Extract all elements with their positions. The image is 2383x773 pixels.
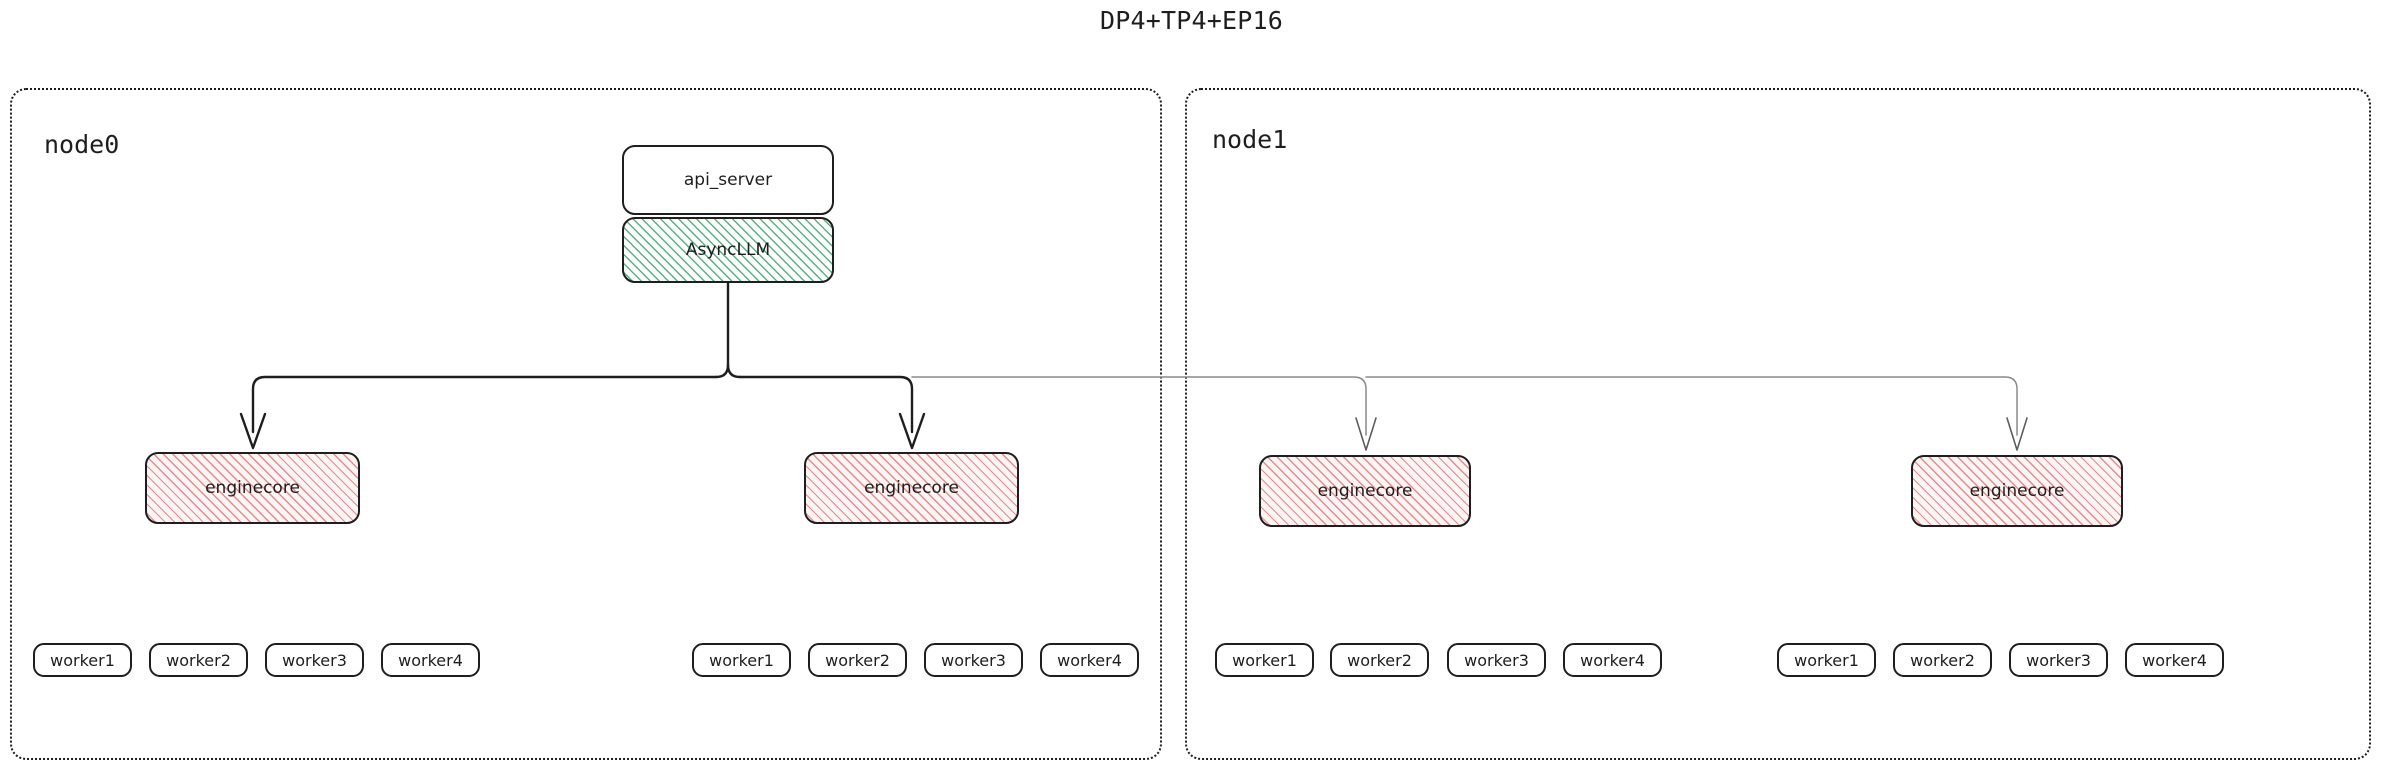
worker-label: worker2 [166, 650, 231, 670]
enginecore-label: enginecore [1317, 481, 1413, 501]
worker-chip-node0-g0-1[interactable]: worker1 [33, 643, 132, 677]
async-llm-label: AsyncLLM [685, 240, 771, 260]
worker-label: worker2 [1347, 650, 1412, 670]
page-title: DP4+TP4+EP16 [1099, 6, 1283, 35]
node-label-node1: node1 [1212, 125, 1288, 154]
worker-label: worker1 [50, 650, 115, 670]
worker-label: worker2 [1910, 650, 1975, 670]
worker-label: worker3 [282, 650, 347, 670]
worker-label: worker1 [1232, 650, 1297, 670]
worker-label: worker3 [1464, 650, 1529, 670]
worker-label: worker4 [398, 650, 463, 670]
worker-chip-node1-g0-4[interactable]: worker4 [1563, 643, 1662, 677]
worker-chip-node1-g0-3[interactable]: worker3 [1447, 643, 1546, 677]
worker-chip-node0-g0-2[interactable]: worker2 [149, 643, 248, 677]
worker-chip-node0-g1-3[interactable]: worker3 [924, 643, 1023, 677]
worker-chip-node1-g0-1[interactable]: worker1 [1215, 643, 1314, 677]
worker-label: worker3 [941, 650, 1006, 670]
enginecore-box-node0-1[interactable]: enginecore [804, 452, 1019, 524]
worker-chip-node1-g1-4[interactable]: worker4 [2125, 643, 2224, 677]
enginecore-box-node0-0[interactable]: enginecore [145, 452, 360, 524]
node-label-node0: node0 [44, 130, 120, 159]
api-server-label: api_server [683, 170, 773, 190]
worker-label: worker3 [2026, 650, 2091, 670]
worker-chip-node1-g0-2[interactable]: worker2 [1330, 643, 1429, 677]
worker-label: worker1 [1794, 650, 1859, 670]
worker-label: worker1 [709, 650, 774, 670]
worker-chip-node1-g1-3[interactable]: worker3 [2009, 643, 2108, 677]
async-llm-box[interactable]: AsyncLLM [622, 217, 834, 283]
enginecore-label: enginecore [864, 478, 959, 498]
worker-chip-node0-g1-2[interactable]: worker2 [808, 643, 907, 677]
worker-label: worker2 [825, 650, 890, 670]
api-server-box[interactable]: api_server [622, 145, 834, 215]
worker-chip-node1-g1-2[interactable]: worker2 [1893, 643, 1992, 677]
enginecore-label: enginecore [1969, 481, 2065, 501]
worker-label: worker4 [1580, 650, 1645, 670]
worker-label: worker4 [2142, 650, 2207, 670]
worker-chip-node0-g0-4[interactable]: worker4 [381, 643, 480, 677]
worker-chip-node0-g1-1[interactable]: worker1 [692, 643, 791, 677]
worker-label: worker4 [1057, 650, 1122, 670]
enginecore-label: enginecore [205, 478, 300, 498]
enginecore-box-node1-1[interactable]: enginecore [1911, 455, 2123, 527]
worker-chip-node0-g0-3[interactable]: worker3 [265, 643, 364, 677]
enginecore-box-node1-0[interactable]: enginecore [1259, 455, 1471, 527]
worker-chip-node0-g1-4[interactable]: worker4 [1040, 643, 1139, 677]
worker-chip-node1-g1-1[interactable]: worker1 [1777, 643, 1876, 677]
